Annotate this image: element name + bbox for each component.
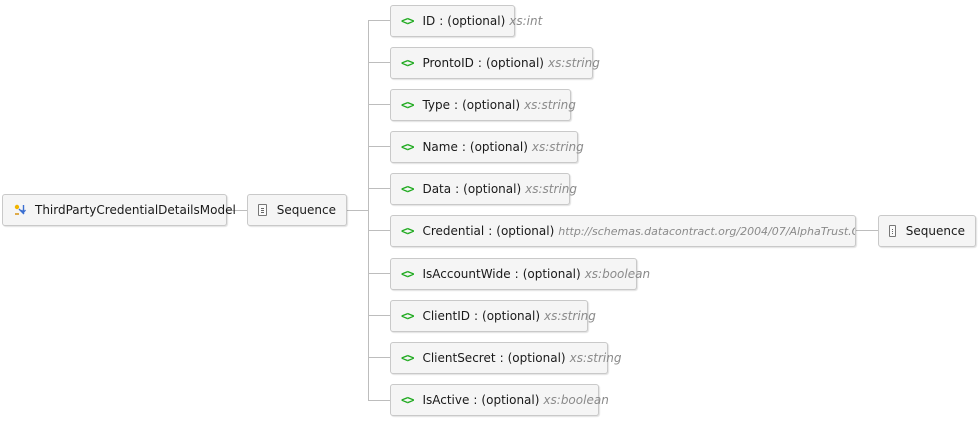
connector-to-element-6 bbox=[368, 273, 390, 274]
connector-to-element-8 bbox=[368, 357, 390, 358]
element-optional: (optional) bbox=[482, 309, 541, 323]
element-optional: (optional) bbox=[496, 224, 555, 238]
element-name: ClientSecret bbox=[422, 351, 496, 365]
connector-to-element-3 bbox=[368, 146, 390, 147]
element-type: http://schemas.datacontract.org/2004/07/… bbox=[558, 224, 856, 238]
element-optional: (optional) bbox=[507, 351, 566, 365]
element-type: xs:string bbox=[547, 56, 600, 70]
connector-to-element-1 bbox=[368, 62, 390, 63]
element-type: xs:string bbox=[524, 98, 576, 112]
connector-to-element-4 bbox=[368, 188, 390, 189]
element-icon: <> bbox=[401, 14, 414, 28]
element-node-isaccountwide[interactable]: <> IsAccountWide : (optional) xs:boolean bbox=[390, 258, 650, 290]
element-type: xs:string bbox=[531, 140, 584, 154]
credential-sequence-label: Sequence bbox=[905, 224, 965, 238]
element-colon: : bbox=[454, 98, 459, 112]
element-node-name[interactable]: <> Name : (optional) xs:string bbox=[390, 131, 584, 163]
element-colon: : bbox=[499, 351, 504, 365]
element-icon: <> bbox=[401, 56, 414, 70]
element-type: xs:boolean bbox=[584, 267, 651, 281]
element-optional: (optional) bbox=[463, 182, 522, 196]
element-colon: : bbox=[514, 267, 519, 281]
connector-credential-sequence bbox=[856, 230, 878, 231]
element-node-credential[interactable]: <> Credential : (optional) http://schema… bbox=[390, 215, 856, 247]
element-node-type[interactable]: <> Type : (optional) xs:string bbox=[390, 89, 576, 121]
element-colon: : bbox=[473, 393, 478, 407]
connector-sequence-branch bbox=[347, 210, 368, 211]
element-type: xs:int bbox=[509, 14, 543, 28]
element-icon: <> bbox=[401, 351, 414, 365]
element-node-clientid[interactable]: <> ClientID : (optional) xs:string bbox=[390, 300, 596, 332]
sequence-icon bbox=[889, 225, 896, 237]
element-colon: : bbox=[473, 309, 479, 323]
element-name: Data bbox=[422, 182, 452, 196]
element-name: Type bbox=[422, 98, 451, 112]
element-optional: (optional) bbox=[462, 98, 521, 112]
connector-to-element-0 bbox=[368, 20, 390, 21]
element-node-isactive[interactable]: <> IsActive : (optional) xs:boolean bbox=[390, 384, 609, 416]
element-colon: : bbox=[455, 182, 460, 196]
element-name: IsActive bbox=[422, 393, 470, 407]
sequence-icon bbox=[258, 204, 267, 216]
element-name: IsAccountWide bbox=[422, 267, 511, 281]
element-type: xs:boolean bbox=[543, 393, 609, 407]
element-type: xs:string bbox=[569, 351, 622, 365]
element-name: ClientID bbox=[422, 309, 470, 323]
element-optional: (optional) bbox=[481, 393, 540, 407]
connector-to-element-9 bbox=[368, 400, 390, 401]
element-icon: <> bbox=[401, 393, 414, 407]
root-model-node[interactable]: ThirdPartyCredentialDetailsModel bbox=[2, 194, 236, 226]
element-name: Name bbox=[422, 140, 458, 154]
connector-vertical-trunk bbox=[368, 20, 369, 401]
root-model-label: ThirdPartyCredentialDetailsModel bbox=[35, 203, 236, 217]
element-node-data[interactable]: <> Data : (optional) xs:string bbox=[390, 173, 577, 205]
sequence-node[interactable]: Sequence bbox=[247, 194, 347, 226]
element-optional: (optional) bbox=[522, 267, 581, 281]
element-optional: (optional) bbox=[469, 140, 528, 154]
sequence-label: Sequence bbox=[276, 203, 336, 217]
element-name: ID bbox=[422, 14, 436, 28]
connector-to-element-5 bbox=[368, 230, 390, 231]
element-icon: <> bbox=[401, 182, 414, 196]
element-colon: : bbox=[488, 224, 493, 238]
element-name: ProntoID bbox=[422, 56, 474, 70]
element-icon: <> bbox=[401, 224, 414, 238]
element-colon: : bbox=[439, 14, 444, 28]
credential-sequence-node[interactable]: Sequence bbox=[878, 215, 976, 247]
complex-type-icon bbox=[13, 203, 27, 217]
element-optional: (optional) bbox=[485, 56, 544, 70]
element-name: Credential bbox=[422, 224, 485, 238]
connector-to-element-2 bbox=[368, 104, 390, 105]
element-icon: <> bbox=[401, 140, 414, 154]
element-colon: : bbox=[461, 140, 466, 154]
element-icon: <> bbox=[401, 267, 414, 281]
element-node-prontoid[interactable]: <> ProntoID : (optional) xs:string bbox=[390, 47, 600, 79]
connector-to-element-7 bbox=[368, 315, 390, 316]
element-icon: <> bbox=[401, 309, 414, 323]
element-type: xs:string bbox=[525, 182, 577, 196]
element-colon: : bbox=[477, 56, 482, 70]
element-optional: (optional) bbox=[447, 14, 506, 28]
element-node-id[interactable]: <> ID : (optional) xs:int bbox=[390, 5, 542, 37]
element-node-clientsecret[interactable]: <> ClientSecret : (optional) xs:string bbox=[390, 342, 621, 374]
element-type: xs:string bbox=[544, 309, 596, 323]
element-icon: <> bbox=[401, 98, 414, 112]
connector-root-sequence bbox=[227, 210, 247, 211]
